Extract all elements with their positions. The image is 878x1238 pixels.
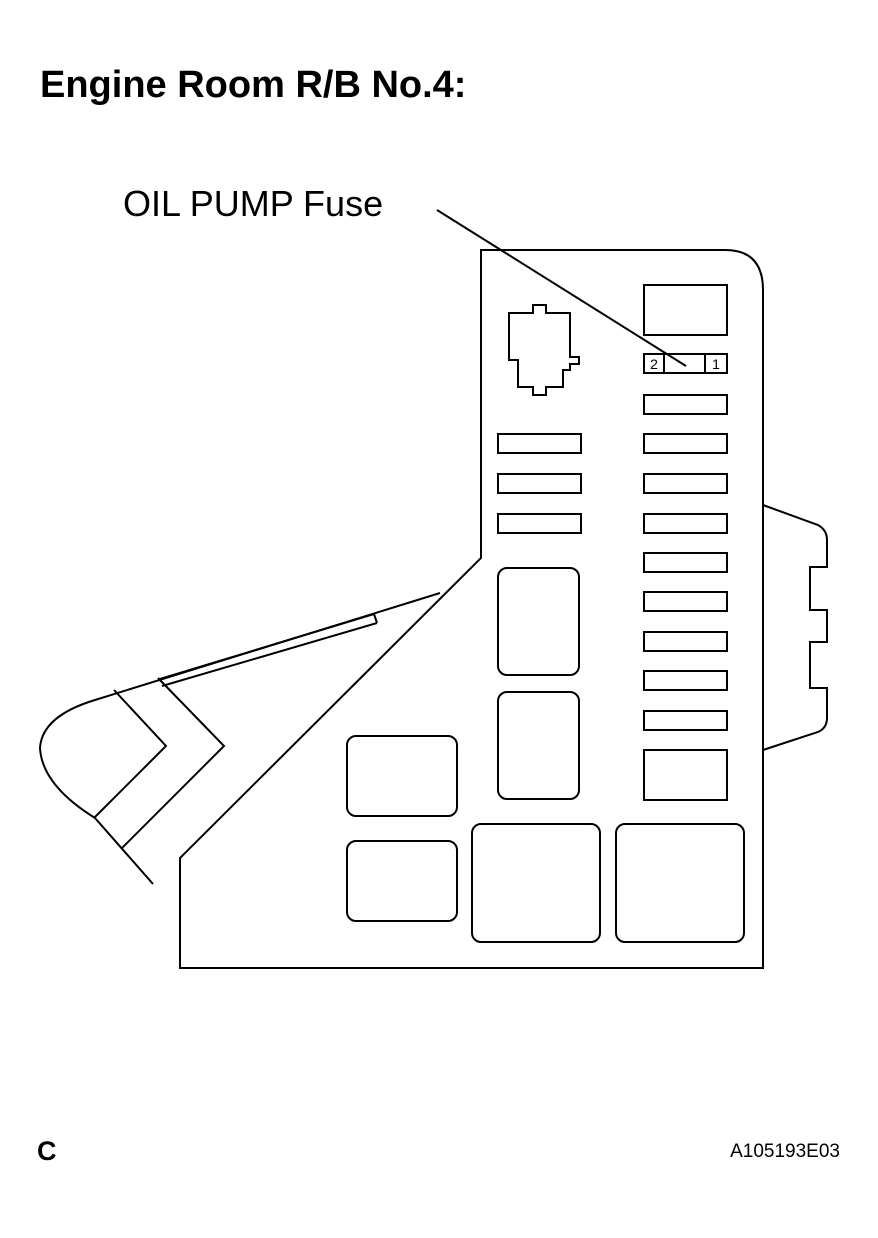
fuse-slot <box>644 671 727 690</box>
relay-bottom-right <box>644 750 727 800</box>
fuse-slot <box>644 434 727 453</box>
fuse-slot <box>644 553 727 572</box>
fuse-slot <box>498 474 581 493</box>
relay-top <box>644 285 727 335</box>
relay-block-outline <box>180 250 763 968</box>
corner-letter: C <box>37 1136 57 1166</box>
relay-middle <box>498 692 579 799</box>
figure-id: A105193E03 <box>730 1141 840 1162</box>
relay-large <box>472 824 600 942</box>
fuse-slot <box>644 711 727 730</box>
diagram-title: Engine Room R/B No.4: <box>40 64 467 106</box>
flap-chevron-inner <box>94 690 166 818</box>
fuse-slot <box>644 474 727 493</box>
fuse-terminal-2: 2 <box>650 356 658 372</box>
side-flap-inner-edge-2 <box>162 623 377 686</box>
callout-leader-line <box>437 210 686 366</box>
relay-left <box>347 736 457 816</box>
fuse-slot <box>644 632 727 651</box>
fuse-slot <box>644 592 727 611</box>
relay-middle <box>498 568 579 675</box>
fuse-slot <box>644 514 727 533</box>
connector-outline <box>509 305 579 395</box>
side-flap <box>40 593 440 884</box>
side-flap-inner-edge <box>160 614 374 679</box>
fuse-slot <box>498 434 581 453</box>
oil-pump-fuse-label: OIL PUMP Fuse <box>123 183 384 224</box>
relay-left <box>347 841 457 921</box>
fuse-slot <box>644 395 727 414</box>
side-flap-cap <box>374 614 377 623</box>
fuse-terminal-1: 1 <box>712 356 720 372</box>
fuse-slot <box>498 514 581 533</box>
flap-chevron-outer <box>122 678 224 848</box>
relay-large <box>616 824 744 942</box>
oil-pump-fuse <box>644 354 727 373</box>
right-side-tab <box>763 505 827 750</box>
